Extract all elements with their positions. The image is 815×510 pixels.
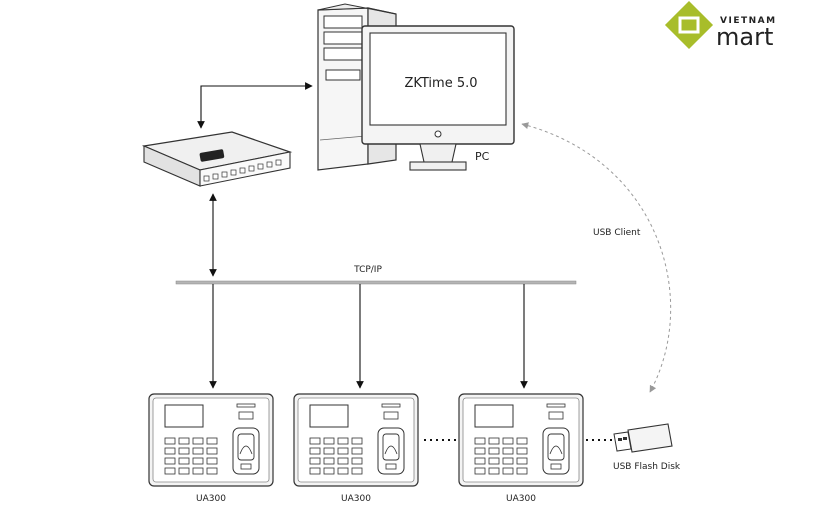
monitor-screen-text: ZKTime 5.0 (404, 76, 477, 91)
usb-flash-disk-icon (613, 423, 673, 453)
pc-monitor: ZKTime 5.0 (361, 25, 515, 171)
hub-pc-link (197, 82, 313, 129)
hub-label: HUB (204, 152, 220, 161)
usb-flash-disk-label: USB Flash Disk (613, 462, 681, 472)
ua300-device-3 (458, 393, 584, 487)
device-label-3: UA300 (506, 494, 536, 504)
pc-label: PC (475, 150, 490, 163)
logo-diamond-icon (664, 0, 714, 50)
usb-client-label: USB Client (593, 228, 641, 238)
device-label-2: UA300 (341, 494, 371, 504)
usb-client-link (521, 122, 671, 393)
ua300-device-2 (293, 393, 419, 487)
network-hub: HUB (141, 131, 293, 187)
tcpip-label: TCP/IP (353, 265, 382, 275)
brand-logo: VIETNAM mart (664, 0, 777, 51)
ua300-device-1 (148, 393, 274, 487)
tcpip-bus (175, 280, 577, 285)
device-label-1: UA300 (196, 494, 226, 504)
logo-text-top: VIETNAM (720, 16, 777, 26)
logo-text-bottom: mart (716, 23, 773, 51)
